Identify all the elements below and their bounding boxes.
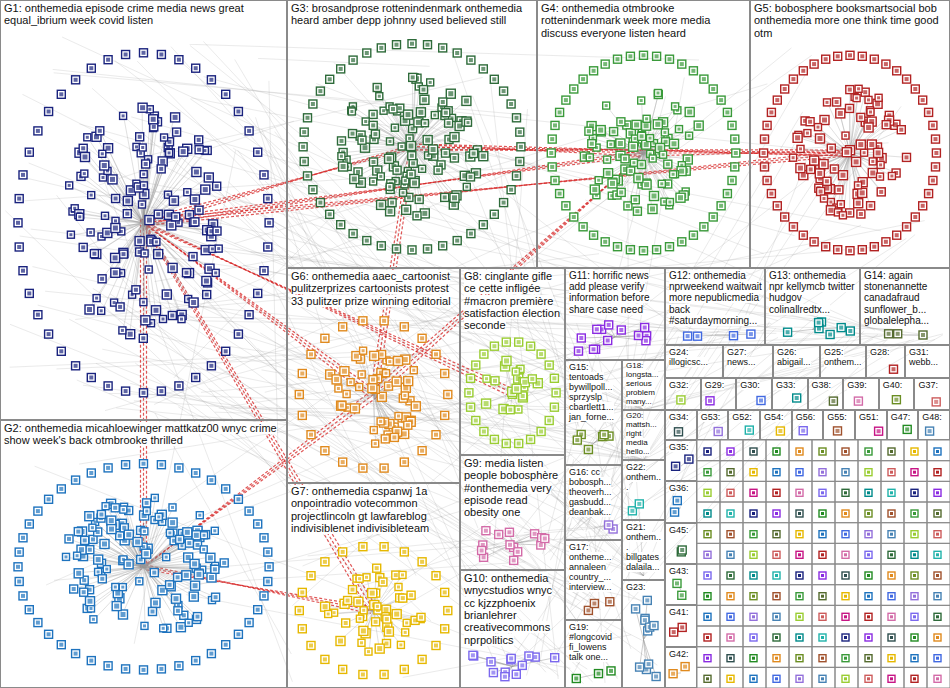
network-graph: G1: onthemedia episode crime media news … bbox=[0, 0, 950, 688]
